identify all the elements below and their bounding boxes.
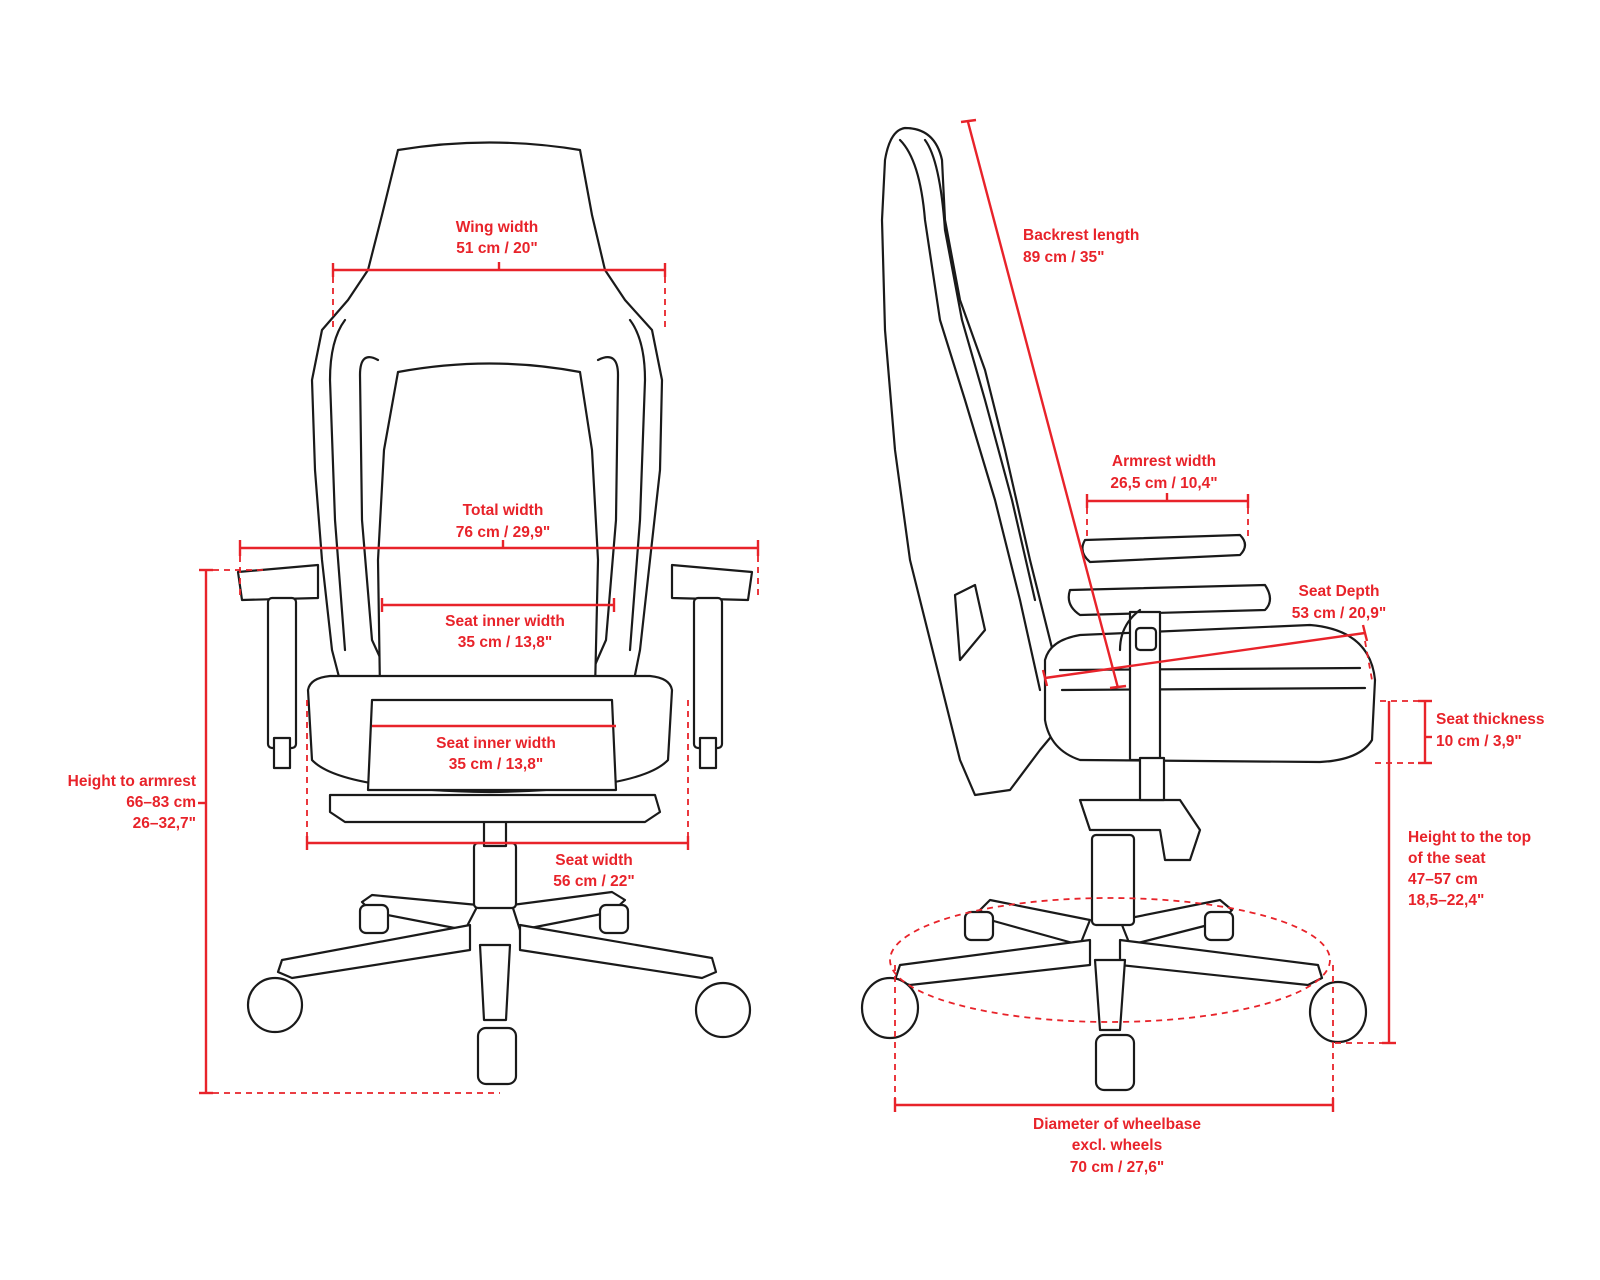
- seat-depth-value: 53 cm / 20,9": [1292, 605, 1386, 622]
- front-dimension-lines: [198, 262, 760, 1095]
- backrest-length-value: 89 cm / 35": [1023, 249, 1104, 266]
- seat-inner-width-backrest-value: 35 cm / 13,8": [458, 634, 552, 651]
- front-armrest-right: [670, 563, 754, 770]
- height-to-armrest-cm: 66–83 cm: [126, 794, 196, 811]
- height-to-seat-cm: 47–57 cm: [1408, 871, 1478, 888]
- height-to-seat-line1: Height to the top: [1408, 829, 1531, 846]
- side-dimension-lines: [889, 118, 1432, 1112]
- wheelbase-line2: excl. wheels: [1072, 1137, 1162, 1154]
- front-gas-lift: [472, 841, 518, 910]
- wing-width-value: 51 cm / 20": [456, 240, 537, 257]
- seat-thickness-value: 10 cm / 3,9": [1436, 733, 1522, 750]
- seat-width-value: 56 cm / 22": [553, 873, 634, 890]
- side-seat-cushion: [1043, 623, 1377, 764]
- front-base: [246, 890, 752, 1086]
- side-backrest: [880, 126, 1067, 797]
- seat-width-label: Seat width: [555, 852, 633, 869]
- armrest-width-label: Armrest width: [1112, 453, 1216, 470]
- height-to-armrest-in: 26–32,7": [133, 815, 196, 832]
- seat-inner-width-backrest-label: Seat inner width: [445, 613, 565, 630]
- height-to-seat-in: 18,5–22,4": [1408, 892, 1484, 909]
- total-width-value: 76 cm / 29,9": [456, 524, 550, 541]
- seat-inner-width-cushion-value: 35 cm / 13,8": [449, 756, 543, 773]
- backrest-length-label: Backrest length: [1023, 227, 1139, 244]
- wheelbase-value: 70 cm / 27,6": [1070, 1159, 1164, 1176]
- side-armrest: [1067, 533, 1272, 802]
- seat-inner-width-cushion-label: Seat inner width: [436, 735, 556, 752]
- height-to-seat-line2: of the seat: [1408, 850, 1486, 867]
- total-width-label: Total width: [463, 502, 544, 519]
- wheelbase-line1: Diameter of wheelbase: [1033, 1116, 1201, 1133]
- wing-width-label: Wing width: [456, 219, 539, 236]
- height-to-armrest-label: Height to armrest: [68, 773, 196, 790]
- front-view-chair: [236, 141, 754, 1086]
- seat-thickness-label: Seat thickness: [1436, 711, 1545, 728]
- seat-depth-label: Seat Depth: [1299, 583, 1380, 600]
- armrest-width-value: 26,5 cm / 10,4": [1110, 475, 1217, 492]
- side-gas-lift: [1090, 833, 1136, 927]
- front-armrest-left: [236, 563, 320, 770]
